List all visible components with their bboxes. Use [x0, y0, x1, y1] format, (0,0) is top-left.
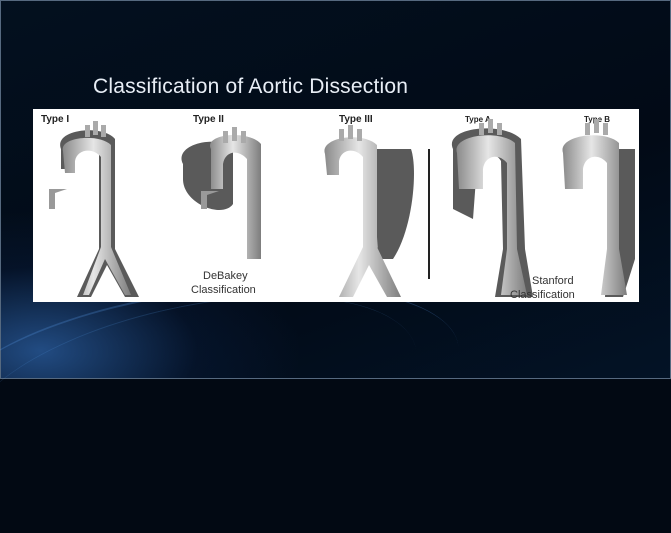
type-a-aorta: [452, 119, 533, 297]
aortic-dissection-figure: Type I Type II Type III Type A Type B De…: [33, 109, 639, 302]
type-a-label: Type A: [465, 115, 491, 124]
debakey-caption-line1: DeBakey: [203, 270, 248, 282]
stanford-caption-line2: Classification: [510, 289, 575, 301]
type-i-label: Type I: [41, 114, 69, 125]
type-ii-label: Type II: [193, 114, 224, 125]
debakey-caption-line2: Classification: [191, 284, 256, 296]
type-iii-aorta: [324, 125, 414, 297]
slide-background: Classification of Aortic Dissection Type…: [0, 0, 671, 379]
type-i-aorta: [49, 121, 139, 297]
type-ii-aorta: [182, 127, 261, 259]
type-b-aorta: [562, 119, 635, 297]
classification-diagram: Type I Type II Type III Type A Type B De…: [33, 109, 639, 302]
stanford-caption-line1: Stanford: [532, 275, 574, 287]
type-iii-label: Type III: [339, 114, 373, 125]
slide-title: Classification of Aortic Dissection: [93, 75, 408, 99]
